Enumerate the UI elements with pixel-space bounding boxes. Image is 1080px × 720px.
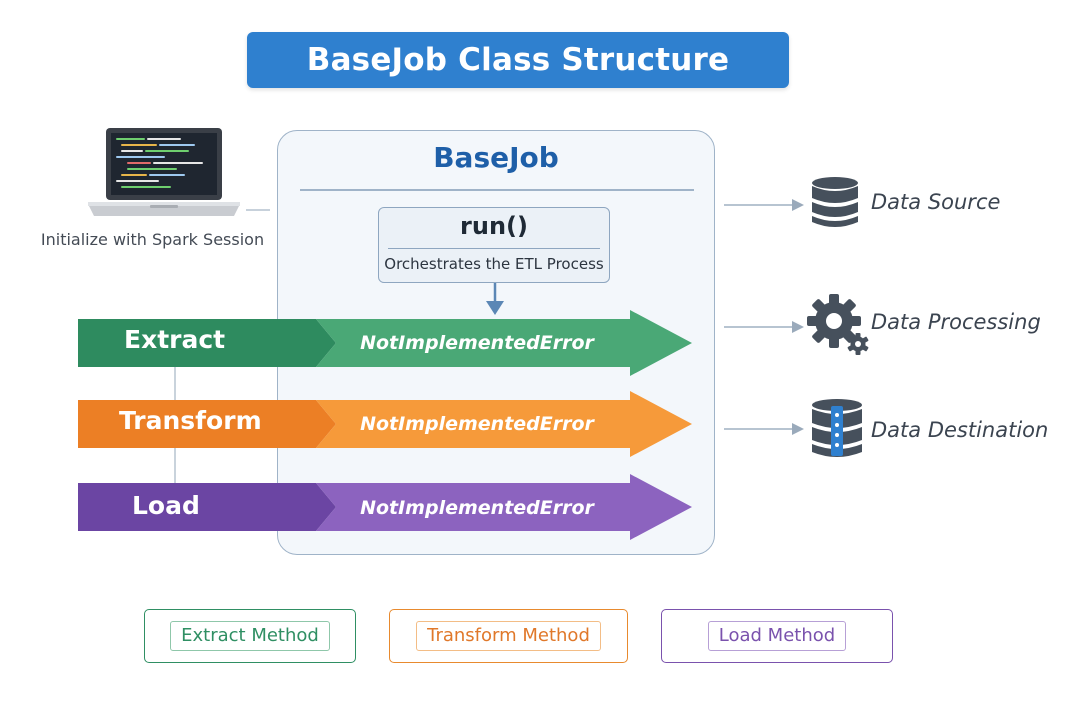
title-banner: BaseJob Class Structure <box>247 32 789 88</box>
extract-label: Extract <box>124 325 226 354</box>
data-processing-label: Data Processing <box>871 310 1041 334</box>
run-down-arrow <box>486 283 504 315</box>
load-arrow <box>78 474 692 540</box>
transform-label: Transform <box>119 406 262 435</box>
run-divider <box>388 248 600 249</box>
basejob-divider <box>300 189 694 191</box>
load-error: NotImplementedError <box>360 497 594 519</box>
server-database-icon <box>812 399 862 457</box>
legend-load-label: Load Method <box>707 621 847 651</box>
data-destination-label: Data Destination <box>871 418 1049 442</box>
run-method-title: run() <box>460 212 528 240</box>
diagram-title: BaseJob Class Structure <box>306 42 730 78</box>
init-label: Initialize with Spark Session <box>40 230 265 249</box>
extract-error: NotImplementedError <box>360 332 594 354</box>
gear-icon <box>807 294 869 355</box>
basejob-title: BaseJob <box>433 141 559 174</box>
run-method-box <box>378 207 610 283</box>
source-arrow <box>724 199 804 211</box>
init-connector <box>246 209 270 211</box>
legend-extract-label: Extract Method <box>170 621 330 651</box>
load-label: Load <box>132 491 200 520</box>
legend-transform-label: Transform Method <box>416 621 601 651</box>
laptop-icon <box>88 128 240 216</box>
legend-load: Load Method <box>661 609 893 663</box>
destination-arrow <box>724 423 804 435</box>
data-source-label: Data Source <box>871 190 1001 214</box>
database-icon <box>812 177 858 227</box>
extract-arrow <box>78 310 692 376</box>
transform-error: NotImplementedError <box>360 413 594 435</box>
legend-transform: Transform Method <box>389 609 628 663</box>
processing-arrow <box>724 321 804 333</box>
run-method-desc: Orchestrates the ETL Process <box>384 255 604 273</box>
legend-extract: Extract Method <box>144 609 356 663</box>
transform-arrow <box>78 391 692 457</box>
